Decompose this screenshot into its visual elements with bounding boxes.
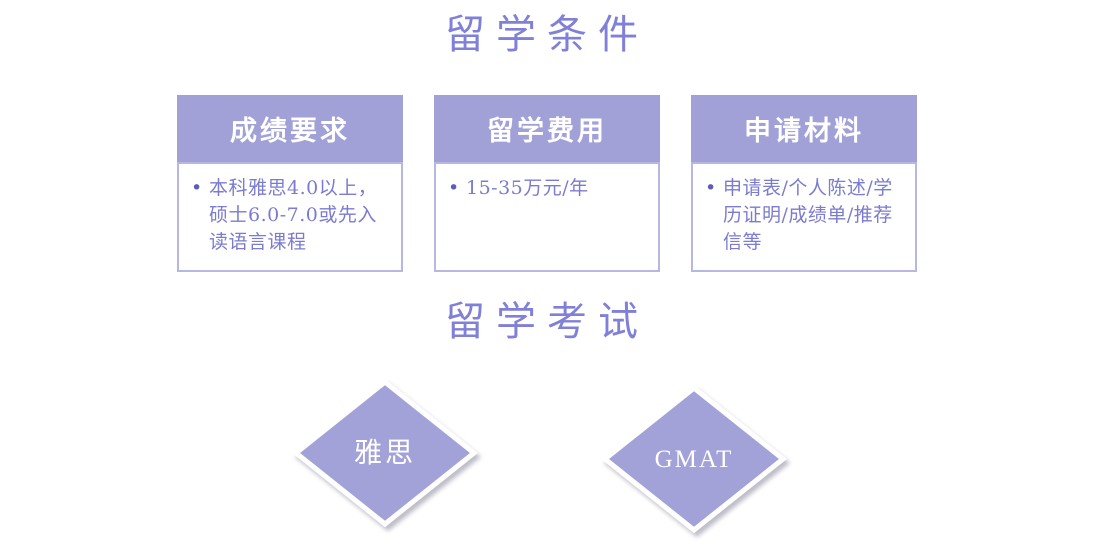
- bullet-icon: •: [191, 177, 203, 199]
- bullet-icon: •: [705, 177, 717, 199]
- diamond-label-ielts: 雅思: [354, 436, 416, 469]
- card-text-application-materials: 申请表/个人陈述/学历证明/成绩单/推荐信等: [723, 177, 893, 253]
- diamond-gmat: GMAT: [600, 384, 788, 534]
- card-header-study-cost: 留学费用: [434, 95, 660, 162]
- card-header-application-materials: 申请材料: [691, 95, 917, 162]
- section-title-exams: 留学考试: [445, 299, 649, 345]
- card-text-study-cost: 15-35万元/年: [466, 177, 589, 199]
- condition-cards-row: 成绩要求 • 本科雅思4.0以上，硕士6.0-7.0或先入读语言课程 留学费用 …: [177, 95, 917, 272]
- list-item: • 15-35万元/年: [448, 175, 650, 202]
- card-body-grade-requirements: • 本科雅思4.0以上，硕士6.0-7.0或先入读语言课程: [177, 162, 403, 272]
- card-study-cost: 留学费用 • 15-35万元/年: [434, 95, 660, 272]
- diamond-shape-ielts: [291, 378, 479, 528]
- card-body-application-materials: • 申请表/个人陈述/学历证明/成绩单/推荐信等: [691, 162, 917, 272]
- card-text-grade-requirements: 本科雅思4.0以上，硕士6.0-7.0或先入读语言课程: [209, 177, 378, 253]
- list-item: • 申请表/个人陈述/学历证明/成绩单/推荐信等: [705, 175, 907, 256]
- diamond-ielts: 雅思: [291, 378, 479, 528]
- list-item: • 本科雅思4.0以上，硕士6.0-7.0或先入读语言课程: [191, 175, 393, 256]
- diamond-label-gmat: GMAT: [655, 446, 734, 473]
- card-body-study-cost: • 15-35万元/年: [434, 162, 660, 272]
- card-header-grade-requirements: 成绩要求: [177, 95, 403, 162]
- bullet-icon: •: [448, 177, 460, 199]
- diamond-shape-gmat: [600, 384, 788, 534]
- section-title-conditions: 留学条件: [445, 12, 649, 58]
- card-application-materials: 申请材料 • 申请表/个人陈述/学历证明/成绩单/推荐信等: [691, 95, 917, 272]
- card-grade-requirements: 成绩要求 • 本科雅思4.0以上，硕士6.0-7.0或先入读语言课程: [177, 95, 403, 272]
